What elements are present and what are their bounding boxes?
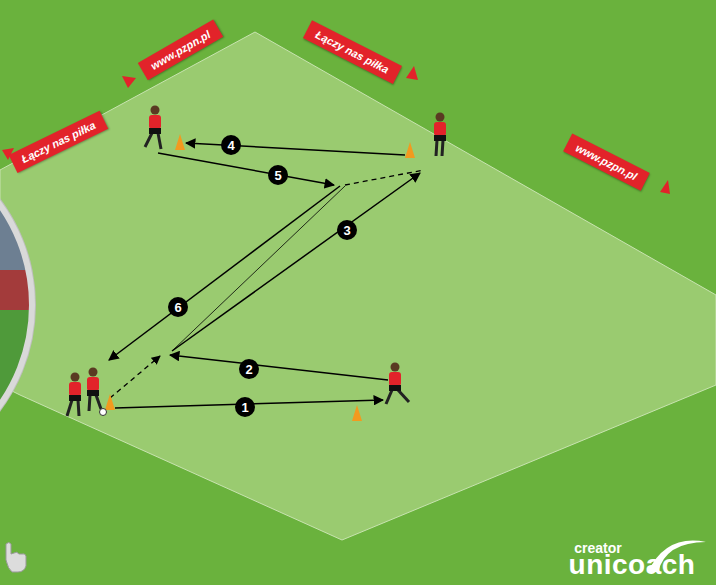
- callout-number-box: 2: [239, 359, 259, 379]
- logo-text: unicoach: [569, 549, 696, 580]
- cones: [105, 134, 415, 421]
- callout-number: 1: [241, 400, 248, 415]
- banner-tips: [2, 66, 670, 194]
- stadium-photo: [0, 129, 40, 481]
- callout-number: 3: [343, 223, 350, 238]
- callout-number: 6: [174, 300, 181, 315]
- players: [67, 106, 446, 417]
- callout-number: 2: [245, 362, 252, 377]
- logo-text-box: unicoach: [569, 549, 696, 581]
- callout-number-box: 5: [268, 165, 288, 185]
- movement-arrows: [109, 143, 424, 408]
- callout-number-box: 3: [337, 220, 357, 240]
- callout-number-box: 1: [235, 397, 255, 417]
- callout-number-box: 6: [168, 297, 188, 317]
- hand-icon: [6, 543, 26, 573]
- callout-number-box: 4: [221, 135, 241, 155]
- callout-number: 4: [227, 138, 234, 153]
- pitch: [0, 32, 716, 540]
- callout-number: 5: [274, 168, 281, 183]
